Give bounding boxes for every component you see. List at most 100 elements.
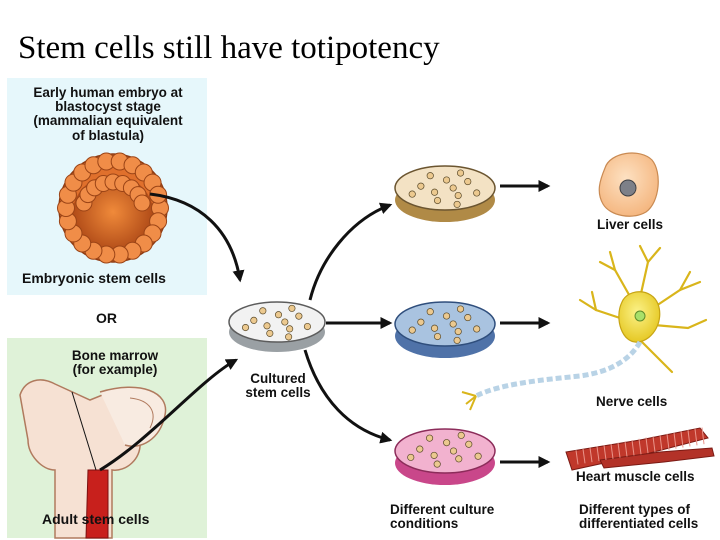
- or-label: OR: [96, 310, 117, 326]
- cell-colony-speck: [449, 447, 458, 455]
- cell-colony-speck: [417, 318, 425, 326]
- cell-colony-speck: [455, 455, 463, 463]
- cell-colony-speck: [408, 190, 416, 198]
- cell-colony-speck: [431, 324, 439, 332]
- differentiated-cells-line: differentiated cells: [579, 516, 699, 532]
- cell-colony-speck: [250, 316, 258, 324]
- embryo-label-line: blastocyst stage: [55, 99, 161, 115]
- bone-marrow-label-line: Bone marrow: [71, 348, 159, 363]
- culture-dish-2: [394, 301, 496, 358]
- muscle-striation: [666, 433, 670, 450]
- muscle-striation: [701, 427, 705, 445]
- muscle-striation: [624, 441, 628, 457]
- blastocyst-embryo: [57, 152, 169, 264]
- culture-dish-1: [394, 165, 496, 222]
- cell-colony-speck: [417, 182, 425, 190]
- muscle-striation: [631, 440, 635, 456]
- cell-colony-speck: [433, 196, 442, 205]
- cell-colony-speck: [426, 172, 434, 180]
- cell-colony-speck: [430, 451, 438, 459]
- cell-colony-speck: [433, 332, 442, 341]
- nerve-cells-label: Nerve cells: [596, 394, 668, 409]
- bone-marrow-label-line: (for example): [72, 362, 158, 378]
- cell-colony-speck: [288, 304, 296, 312]
- cell-colony-speck: [473, 325, 481, 333]
- cell-colony-speck: [443, 312, 451, 320]
- heart-muscle-cells: [565, 427, 715, 471]
- muscle-striation: [589, 447, 593, 463]
- embryo-label-line: of blastula): [71, 127, 144, 143]
- cell-colony-speck: [465, 440, 473, 448]
- cell-colony-speck: [443, 439, 451, 447]
- cell-colony-speck: [416, 445, 424, 453]
- cell-colony-speck: [456, 169, 465, 177]
- cell-colony-speck: [443, 176, 451, 184]
- liver-cells-label: Liver cells: [597, 217, 664, 232]
- muscle-striation: [575, 450, 579, 465]
- muscle-striation: [694, 428, 698, 446]
- muscle-striation: [617, 442, 621, 458]
- arrow-marrow-to-culture: [99, 358, 239, 472]
- muscle-striation: [610, 443, 614, 459]
- cultured-stem-cells-label: Cultured stem cells: [236, 371, 320, 401]
- cell-colony-speck: [453, 200, 461, 208]
- cultured-stem-cells-label-line: stem cells: [245, 385, 311, 401]
- cell-colony-speck: [453, 336, 461, 344]
- cell-colony-speck: [426, 434, 434, 442]
- cell-colony-speck: [456, 305, 465, 313]
- cell-colony-speck: [408, 326, 416, 334]
- cell-colony-speck: [457, 431, 465, 439]
- cell-colony-speck: [431, 188, 439, 196]
- muscle-striation: [652, 436, 656, 453]
- cell-colony-speck: [281, 318, 289, 326]
- different-culture-conditions-label: Different culture conditions: [390, 502, 494, 532]
- differentiated-cells-label: Different types of differentiated cells: [579, 502, 699, 532]
- muscle-striation: [638, 438, 642, 455]
- cell-colony-speck: [473, 189, 481, 197]
- nerve-cell: [461, 244, 708, 411]
- arrow-culture-to-dish-1: [308, 202, 393, 301]
- arrow-culture-to-dish-3: [303, 349, 393, 444]
- cultured-stem-cells-dish: [228, 301, 326, 352]
- embryo-inner-cell: [133, 194, 151, 212]
- embryonic-stem-cells-label: Embryonic stem cells: [22, 270, 166, 286]
- embryo-label-line: (mammalian equivalent: [33, 113, 183, 129]
- bone-marrow-label: Bone marrow (for example): [50, 348, 180, 378]
- embryo-label-line: Early human embryo at: [33, 85, 183, 100]
- muscle-striation: [680, 431, 684, 448]
- cell-colony-speck: [407, 453, 415, 461]
- cell-colony-speck: [266, 329, 274, 337]
- arrow-embryo-to-culture: [149, 192, 245, 283]
- slide-title: Stem cells still have totipotency: [18, 30, 440, 66]
- cell-colony-speck: [449, 184, 457, 192]
- culture-dish-3: [394, 428, 496, 485]
- cell-colony-speck: [464, 314, 472, 322]
- cell-colony-speck: [464, 178, 472, 186]
- muscle-striation: [687, 429, 691, 447]
- heart-muscle-cells-label: Heart muscle cells: [576, 469, 695, 484]
- cell-colony-speck: [433, 460, 441, 468]
- liver-cell: [598, 152, 659, 217]
- muscle-striation: [603, 445, 607, 460]
- muscle-striation: [645, 437, 649, 454]
- cell-colony-speck: [241, 323, 250, 332]
- cell-colony-speck: [285, 333, 293, 341]
- cell-colony-speck: [274, 311, 283, 319]
- differentiated-cells-line: Different types of: [579, 502, 691, 517]
- cell-colony-speck: [454, 327, 462, 336]
- muscle-striation: [582, 448, 586, 464]
- cell-colony-speck: [303, 322, 311, 331]
- embryo-label: Early human embryo at blastocyst stage (…: [12, 85, 204, 143]
- different-culture-conditions-line: conditions: [390, 516, 459, 532]
- cell-colony-speck: [286, 325, 294, 333]
- cell-colony-speck: [449, 320, 457, 328]
- cell-colony-speck: [454, 191, 462, 200]
- cultured-stem-cells-label-line: Cultured: [250, 371, 306, 386]
- cell-colony-speck: [474, 452, 482, 460]
- muscle-striation: [659, 435, 663, 452]
- muscle-striation: [596, 446, 600, 462]
- cell-colony-speck: [295, 312, 303, 320]
- adult-stem-cells-label: Adult stem cells: [42, 511, 150, 527]
- cell-colony-speck: [263, 322, 271, 330]
- muscle-striation: [673, 432, 677, 449]
